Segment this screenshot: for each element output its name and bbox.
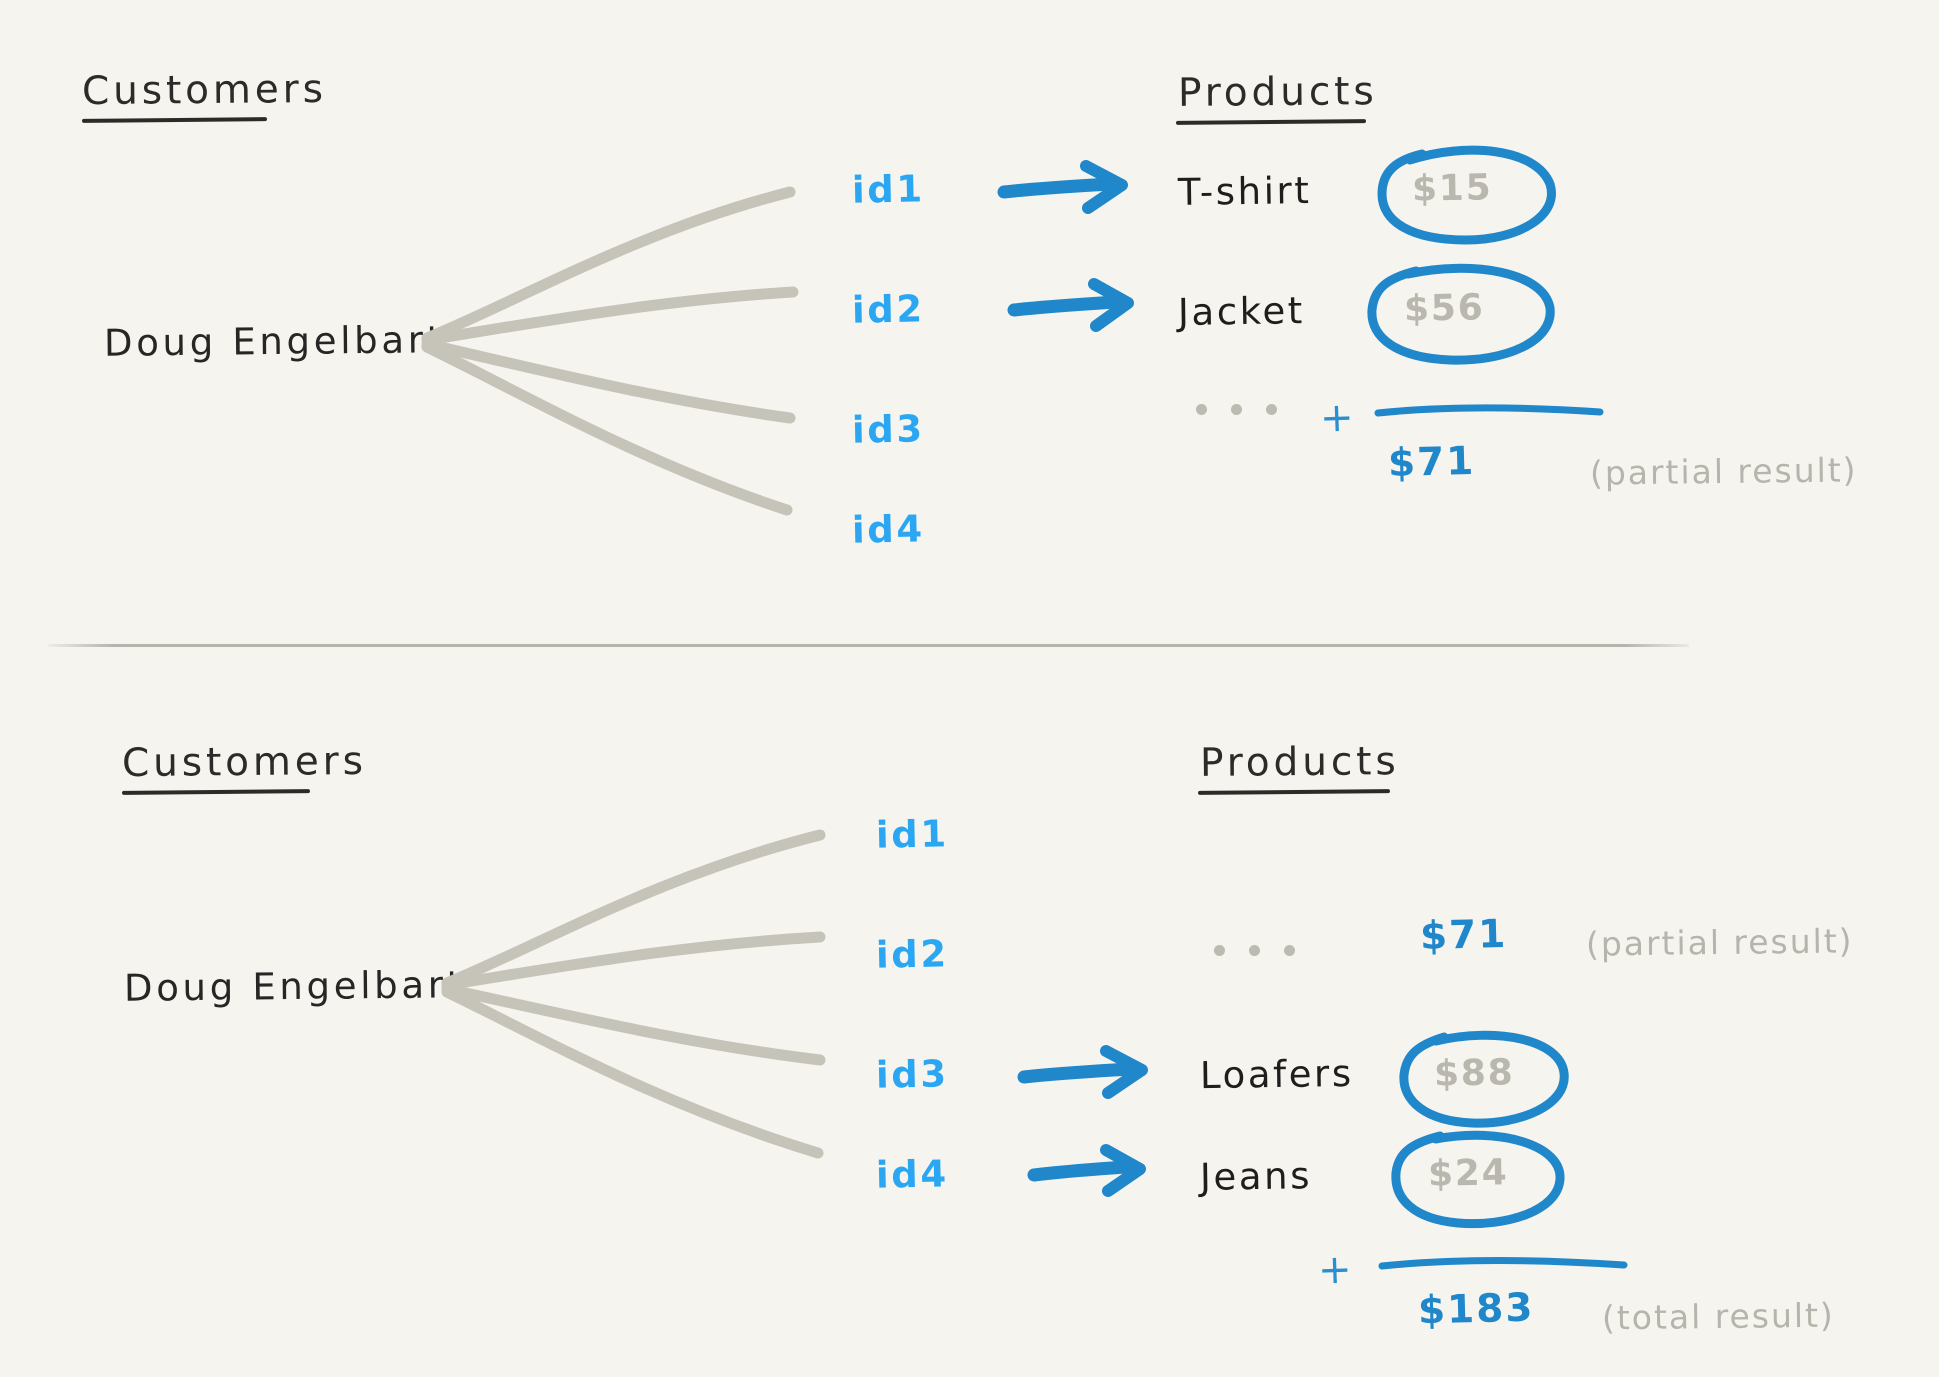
plus-sign: +: [1319, 394, 1357, 442]
total-value: $183: [1417, 1285, 1535, 1334]
fan-lines-group-2: [441, 829, 826, 1159]
plus-sign-2: +: [1317, 1246, 1355, 1294]
id-label-2-id2: id2: [875, 932, 950, 977]
price-circle-t-shirt: [1377, 145, 1556, 245]
fan-line-id4: [421, 341, 793, 516]
product-name-jeans: Jeans: [1199, 1154, 1313, 1199]
product-name-jacket: Jacket: [1177, 289, 1306, 334]
total-rule: [1378, 1257, 1628, 1270]
id-label-id4: id4: [851, 507, 926, 552]
arrow-id3-to-product: [1017, 1045, 1148, 1099]
arrow-id2-to-product: [1007, 278, 1134, 332]
id-label-2-id1: id1: [875, 812, 950, 857]
id-label-id2: id2: [851, 287, 926, 332]
fan-line-id1: [421, 186, 796, 344]
price-t-shirt: $15: [1411, 167, 1493, 210]
price-circle-jeans: [1391, 1130, 1565, 1229]
id-label-id1: id1: [851, 167, 926, 212]
panel-divider: [48, 644, 1689, 647]
panel-total-pass: Customers Products Doug Engelbart id1 id…: [0, 645, 1939, 1377]
fan-line-2-id4: [441, 986, 824, 1159]
fan-line-id3: [421, 338, 796, 424]
sum-note: (partial result): [1589, 450, 1858, 493]
ellipsis-products-2: [1214, 945, 1295, 956]
fan-line-2-id2: [441, 931, 826, 991]
fan-line-2-id1: [441, 829, 826, 989]
carried-partial-value: $71: [1419, 911, 1508, 960]
arrow-id4-to-product: [1027, 1144, 1146, 1197]
sum-rule: [1374, 404, 1604, 417]
arrow-id1-to-product: [997, 160, 1128, 214]
price-jeans: $24: [1427, 1152, 1509, 1195]
fan-line-id2: [421, 286, 799, 346]
total-note: (total result): [1601, 1295, 1836, 1338]
price-loafers: $88: [1433, 1052, 1515, 1095]
fan-line-2-id3: [441, 983, 826, 1066]
id-label-2-id4: id4: [875, 1152, 950, 1197]
ellipsis-products: [1196, 404, 1277, 415]
sum-value: $71: [1387, 438, 1476, 487]
panel-partial-pass: Customers Products Doug Engelbart id1 id…: [0, 0, 1939, 645]
fan-lines-group: [421, 186, 799, 516]
carried-partial-note: (partial result): [1585, 921, 1854, 964]
price-circle-loafers: [1399, 1030, 1569, 1128]
price-circle-jacket: [1367, 263, 1555, 365]
id-label-2-id3: id3: [875, 1052, 950, 1097]
product-name-t-shirt: T-shirt: [1177, 169, 1312, 214]
id-label-id3: id3: [851, 407, 926, 452]
price-jacket: $56: [1403, 287, 1485, 330]
product-name-loafers: Loafers: [1199, 1051, 1354, 1098]
